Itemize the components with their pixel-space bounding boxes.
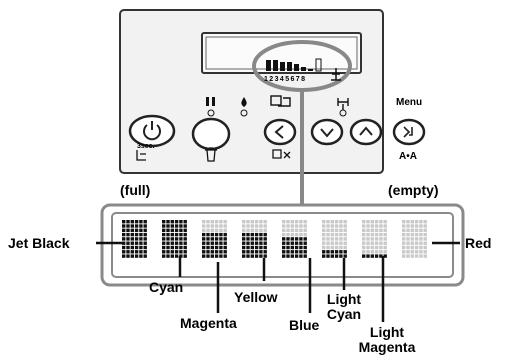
pause-button — [191, 117, 231, 151]
pause-icon — [206, 97, 215, 106]
ink-grid-light-cyan — [322, 220, 347, 258]
a-a-label: A•A — [399, 151, 417, 162]
lcd-tick: 3 — [274, 76, 280, 83]
label-jet-black: Jet Black — [8, 235, 70, 251]
paper-source-icon — [270, 95, 291, 107]
lcd-ink-bars — [266, 58, 322, 72]
ink-grid-yellow — [242, 220, 267, 258]
ink-light — [240, 109, 248, 117]
paper-feed-icon — [337, 98, 349, 110]
full-label: (full) — [120, 182, 151, 198]
label-light-magenta: Light Magenta — [358, 324, 416, 355]
callout-lines — [96, 241, 460, 322]
lcd-tick: 4 — [279, 76, 286, 83]
lcd-tick: 6 — [290, 76, 296, 83]
up-button — [349, 118, 383, 146]
pause-light — [207, 109, 215, 117]
trash-icon — [205, 147, 217, 162]
empty-label: (empty) — [388, 182, 439, 198]
label-cyan: Cyan — [149, 279, 184, 295]
label-magenta: Magenta — [180, 315, 237, 331]
cut-paper-icon — [272, 149, 291, 159]
lcd-tick: 1 — [264, 76, 270, 83]
label-yellow: Yellow — [234, 289, 278, 305]
ink-grid-jet-black — [122, 220, 147, 258]
three-sec-label: 3sec. — [137, 143, 155, 150]
lcd-tick: 2 — [269, 76, 275, 83]
menu-label: Menu — [396, 97, 423, 108]
ink-grid-cyan — [162, 220, 187, 258]
label-blue: Blue — [289, 317, 320, 333]
lcd-tick-numbers: 12345678 — [264, 76, 306, 83]
ink-status-frame — [100, 203, 465, 287]
power-icon — [143, 121, 161, 141]
ink-grid-magenta — [202, 220, 227, 258]
ink-grid-light-magenta — [362, 220, 387, 258]
lcd-tick: 5 — [285, 76, 291, 83]
lcd-tick: 8 — [301, 76, 307, 83]
left-button — [263, 118, 297, 146]
label-light-cyan: Light Cyan — [326, 291, 362, 322]
ink-grid-red — [402, 220, 427, 258]
ink-level-grids — [122, 220, 427, 258]
maintenance-tank-icon — [331, 68, 341, 81]
ink-drop-icon — [241, 97, 247, 107]
label-red: Red — [465, 235, 492, 251]
down-button — [310, 118, 344, 146]
lcd-tick: 7 — [295, 76, 302, 83]
cleaning-icon — [136, 150, 146, 161]
power-button — [128, 114, 176, 148]
ink-grid-blue — [282, 220, 307, 258]
